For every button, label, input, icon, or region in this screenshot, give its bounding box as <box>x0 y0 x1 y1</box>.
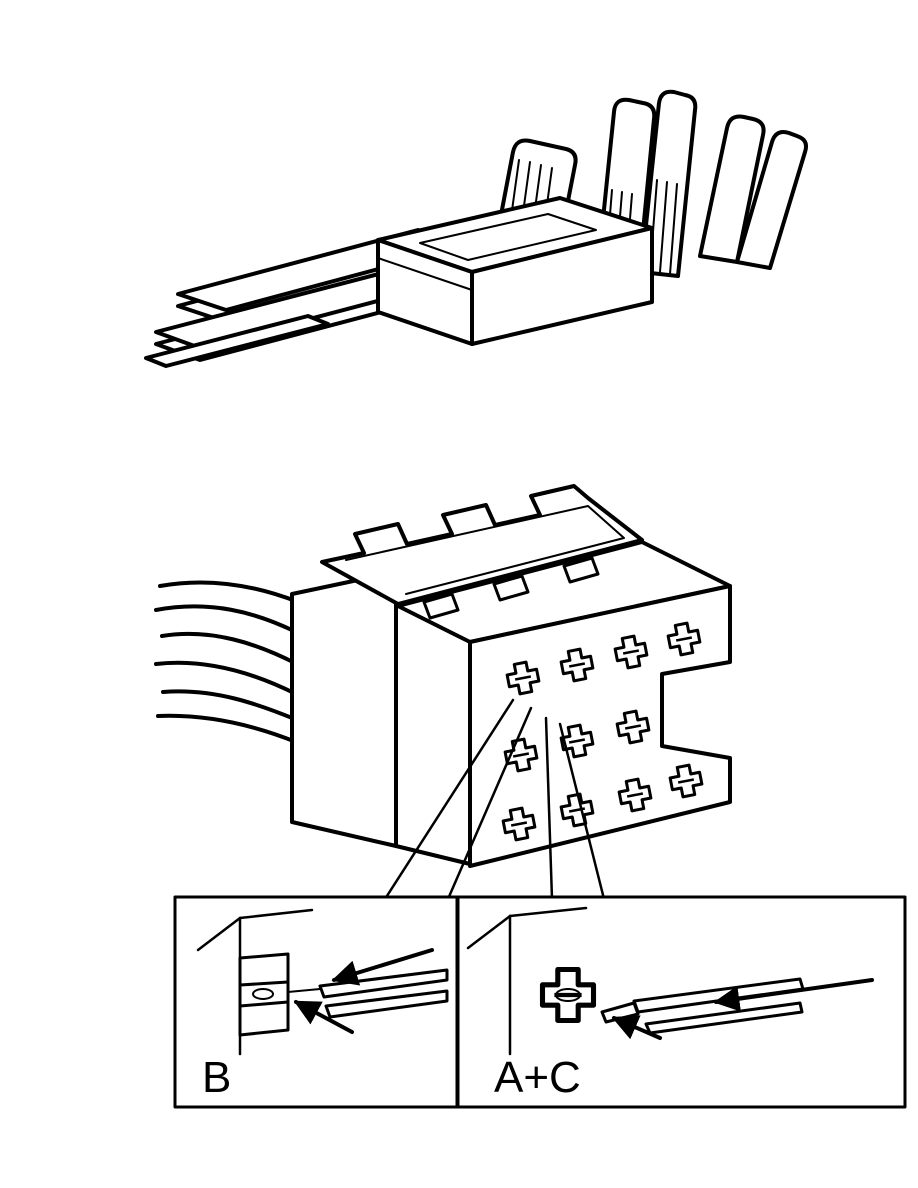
crimp-terminal-illustration <box>144 89 808 368</box>
release-tool-blade <box>318 968 449 999</box>
cavity-slot <box>238 980 290 1008</box>
inset-ac-illustration <box>466 906 874 1056</box>
tool-tip <box>600 1001 640 1024</box>
wire-bundle <box>154 580 300 744</box>
release-tool-blade <box>324 989 449 1019</box>
terminal-tip <box>252 988 274 1000</box>
inset-detail-ac: A+C <box>456 895 907 1109</box>
inset-detail-b: B <box>173 895 459 1109</box>
insertion-arrow <box>611 1015 662 1040</box>
inset-b-label: B <box>202 1053 231 1102</box>
housing-lid <box>320 484 644 620</box>
lid-hinge-straps <box>422 556 600 620</box>
insertion-arrow <box>293 1000 354 1034</box>
insertion-arrow <box>713 978 874 1012</box>
release-tool-blade <box>644 1001 804 1035</box>
insertion-arrow <box>331 948 434 986</box>
terminal-tip <box>555 988 581 1002</box>
housing-front-face <box>468 584 732 868</box>
inset-b-illustration <box>196 908 449 1056</box>
connector-housing-illustration <box>154 484 732 901</box>
callout-lines <box>383 698 606 901</box>
terminal-body <box>376 196 654 346</box>
inset-ac-label: A+C <box>494 1053 581 1102</box>
housing-body <box>290 540 732 866</box>
